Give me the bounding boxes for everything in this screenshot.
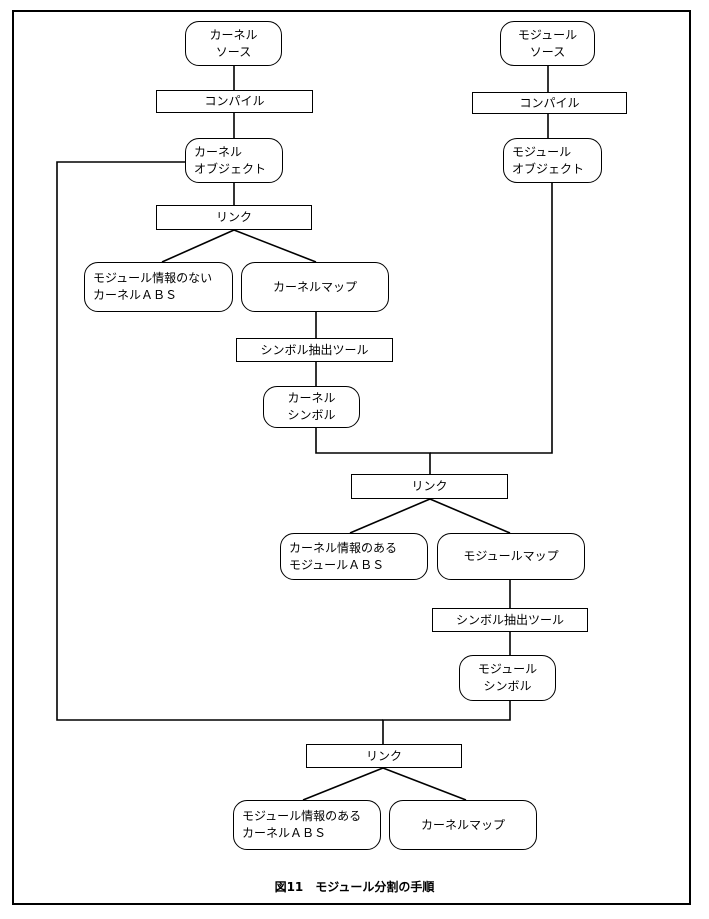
kernel-symbol-line-2: シンボル bbox=[287, 408, 336, 422]
link-label-2: リンク bbox=[411, 479, 448, 493]
diagram-frame bbox=[12, 10, 691, 905]
module-symbol-node: モジュール シンボル bbox=[459, 655, 556, 701]
kernel-symbol-node: カーネル シンボル bbox=[263, 386, 360, 428]
module-source-node: モジュール ソース bbox=[500, 21, 595, 66]
link-label-3: リンク bbox=[365, 748, 402, 763]
module-abs-with-kernel-info-node: カーネル情報のある モジュールＡＢＳ bbox=[280, 533, 428, 580]
kernel-abs-no-module-info-node: モジュール情報のない カーネルＡＢＳ bbox=[84, 262, 233, 312]
kernel-map-node-1: カーネルマップ bbox=[241, 262, 389, 312]
link-label-1: リンク bbox=[215, 210, 252, 224]
link-box-1: リンク bbox=[156, 205, 312, 230]
module-abs-with-kernel-info-line-2: モジュールＡＢＳ bbox=[289, 557, 385, 572]
kernel-object-line-2: オブジェクト bbox=[194, 161, 267, 176]
edge-kernel-symbol-link2 bbox=[315, 428, 431, 474]
symbol-tool-box-1: シンボル抽出ツール bbox=[236, 338, 393, 362]
module-source-line-2: ソース bbox=[529, 44, 566, 59]
kernel-map-node-2: カーネルマップ bbox=[389, 800, 537, 850]
edge-link1-split-right bbox=[233, 229, 317, 263]
compile-label-module: コンパイル bbox=[519, 95, 580, 110]
link-box-3: リンク bbox=[306, 744, 462, 768]
symbol-tool-label-2: シンボル抽出ツール bbox=[455, 612, 564, 627]
kernel-map-label-1: カーネルマップ bbox=[272, 279, 357, 294]
module-source-line-1: モジュール bbox=[517, 27, 578, 42]
compile-box-module: コンパイル bbox=[472, 92, 627, 114]
kernel-source-line-2: ソース bbox=[215, 44, 252, 59]
edge-link2-split-left bbox=[349, 498, 431, 534]
kernel-abs-with-module-info-line-2: カーネルＡＢＳ bbox=[242, 826, 327, 840]
module-symbol-line-2: シンボル bbox=[483, 679, 532, 693]
kernel-abs-with-module-info-node: モジュール情報のある カーネルＡＢＳ bbox=[233, 800, 381, 850]
module-object-line-2: オブジェクト bbox=[512, 161, 585, 176]
kernel-map-label-2: カーネルマップ bbox=[420, 817, 505, 832]
symbol-tool-label-1: シンボル抽出ツール bbox=[260, 342, 369, 357]
module-abs-with-kernel-info-line-1: カーネル情報のある bbox=[289, 540, 398, 555]
symbol-tool-box-2: シンボル抽出ツール bbox=[432, 608, 588, 632]
edge-link3-split-left bbox=[302, 767, 384, 801]
edge-link1-split-left bbox=[161, 229, 235, 263]
edge-module-object-link2 bbox=[430, 183, 553, 454]
edge-kernel-object-loop bbox=[56, 161, 383, 721]
module-map-label: モジュールマップ bbox=[463, 549, 559, 563]
kernel-abs-no-module-info-line-2: カーネルＡＢＳ bbox=[93, 288, 178, 302]
kernel-object-node: カーネル オブジェクト bbox=[185, 138, 283, 183]
kernel-abs-no-module-info-line-1: モジュール情報のない bbox=[93, 271, 213, 285]
kernel-abs-with-module-info-line-1: モジュール情報のある bbox=[242, 809, 362, 823]
kernel-source-node: カーネル ソース bbox=[185, 21, 282, 66]
kernel-object-line-1: カーネル bbox=[194, 144, 243, 159]
module-object-node: モジュール オブジェクト bbox=[503, 138, 602, 183]
edge-link3-split-right bbox=[382, 767, 467, 801]
link-box-2: リンク bbox=[351, 474, 508, 499]
kernel-symbol-line-1: カーネル bbox=[287, 391, 336, 405]
edge-link2-split-right bbox=[429, 498, 511, 534]
module-object-line-1: モジュール bbox=[512, 144, 572, 159]
edge-module-symbol-link3 bbox=[382, 701, 511, 744]
kernel-source-line-1: カーネル bbox=[209, 27, 258, 42]
compile-label-kernel: コンパイル bbox=[204, 94, 265, 108]
figure-caption: 図11 モジュール分割の手順 bbox=[274, 880, 435, 894]
module-map-node: モジュールマップ bbox=[437, 533, 585, 580]
module-symbol-line-1: モジュール bbox=[477, 662, 538, 676]
compile-box-kernel: コンパイル bbox=[156, 90, 313, 113]
